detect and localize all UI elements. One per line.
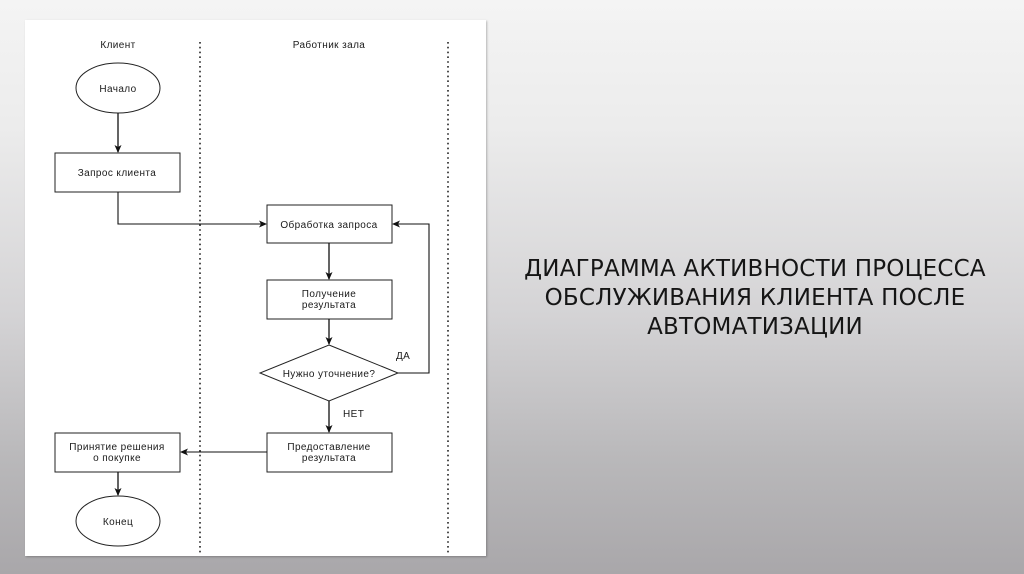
activity-diagram: Клиент Работник зала Начало Запрос клиен… xyxy=(54,39,449,554)
edge-label-no: НЕТ xyxy=(343,409,364,420)
node-end-label: Конец xyxy=(103,517,133,528)
node-client-request-label: Запрос клиента xyxy=(78,168,157,179)
node-process-request: Обработка запроса xyxy=(266,204,393,244)
node-purchase-decision-label-1: Принятие решения xyxy=(69,442,164,453)
node-purchase-decision: Принятие решения о покупке xyxy=(54,432,181,473)
edge-label-yes: ДА xyxy=(396,351,410,362)
node-need-clarification-label: Нужно уточнение? xyxy=(283,369,376,380)
slide-title-line-3: АВТОМАТИЗАЦИИ xyxy=(647,314,863,340)
node-get-result-label-2: результата xyxy=(302,300,356,311)
lane-title-staff: Работник зала xyxy=(293,39,366,51)
slide-title: ДИАГРАММА АКТИВНОСТИ ПРОЦЕССА ОБСЛУЖИВАН… xyxy=(495,255,1015,342)
lane-title-client: Клиент xyxy=(100,40,135,51)
edge-request-to-processing xyxy=(117,192,267,228)
slide-title-line-1: ДИАГРАММА АКТИВНОСТИ ПРОЦЕССА xyxy=(524,256,986,282)
edge-yes-loop xyxy=(392,220,430,374)
diagram-image-panel: Клиент Работник зала Начало Запрос клиен… xyxy=(25,20,486,556)
node-purchase-decision-label-2: о покупке xyxy=(93,453,141,464)
node-get-result-label-1: Получение xyxy=(302,289,356,300)
node-client-request: Запрос клиента xyxy=(54,152,181,193)
node-start-label: Начало xyxy=(99,84,136,95)
node-provide-result-label-1: Предоставление xyxy=(287,442,370,453)
node-start: Начало xyxy=(75,62,161,114)
node-need-clarification: Нужно уточнение? xyxy=(258,344,400,402)
node-end: Конец xyxy=(75,495,161,547)
node-provide-result-label-2: результата xyxy=(302,453,356,464)
node-provide-result: Предоставление результата xyxy=(266,432,393,473)
slide-title-line-2: ОБСЛУЖИВАНИЯ КЛИЕНТА ПОСЛЕ xyxy=(544,285,966,311)
node-process-request-label: Обработка запроса xyxy=(280,219,377,231)
node-get-result: Получение результата xyxy=(266,279,393,320)
